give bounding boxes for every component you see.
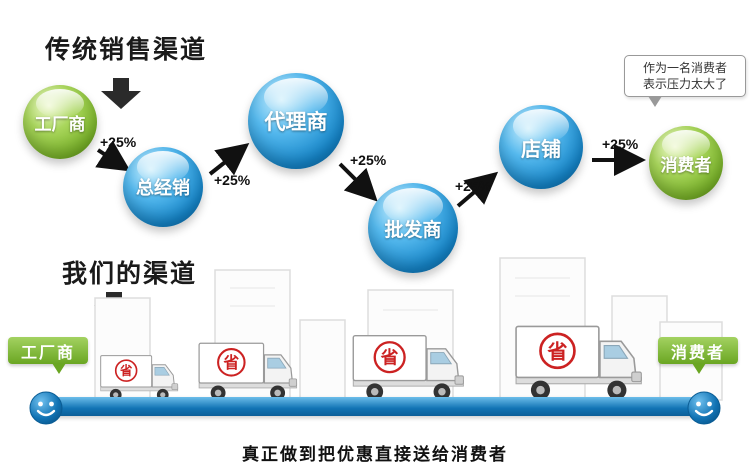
- factory-tag: 工厂商: [8, 337, 88, 364]
- consumer-speech-bubble: 作为一名消费者 表示压力太大了: [624, 55, 746, 97]
- node-consumer-label: 消费者: [660, 155, 712, 175]
- percent-label-4: +25%: [455, 178, 492, 194]
- direct-channel-bar: [36, 397, 714, 416]
- bubble-line-2: 表示压力太大了: [642, 77, 727, 91]
- consumer-tag: 消费者: [658, 337, 738, 364]
- consumer-tag-label: 消费者: [670, 344, 725, 362]
- percent-label-2: +25%: [214, 172, 251, 188]
- percent-label-5: +25%: [602, 136, 639, 152]
- our-channel-title: 我们的渠道: [62, 260, 198, 288]
- percent-label-1: +25%: [100, 134, 137, 150]
- node-general-distributor-label: 总经销: [136, 178, 190, 198]
- node-wholesaler: 批发商: [368, 183, 458, 273]
- node-wholesaler-label: 批发商: [384, 219, 442, 241]
- node-consumer: 消费者: [649, 126, 723, 200]
- delivery-truck-2: [198, 340, 306, 402]
- smiley-face-icon-right: [687, 391, 721, 425]
- bubble-line-1: 作为一名消费者: [642, 60, 727, 75]
- node-shop: 店铺: [499, 105, 583, 189]
- node-factory: 工厂商: [23, 85, 97, 159]
- traditional-channel-title: 传统销售渠道: [45, 36, 208, 64]
- flow-arrows: [95, 140, 646, 208]
- delivery-truck-3: [352, 332, 474, 402]
- percent-label-3: +25%: [350, 152, 387, 168]
- node-agent-label: 代理商: [264, 111, 328, 134]
- consumer-tag-tail: [692, 363, 706, 374]
- speech-bubble-tail: [648, 96, 662, 107]
- node-general-distributor: 总经销: [123, 147, 203, 227]
- factory-tag-label: 工厂商: [20, 344, 75, 362]
- down-arrow-icon: [101, 78, 141, 109]
- node-factory-label: 工厂商: [34, 114, 86, 134]
- factory-tag-tail: [52, 363, 66, 374]
- node-shop-label: 店铺: [521, 138, 561, 161]
- bottom-caption: 真正做到把优惠直接送给消费者: [242, 445, 508, 464]
- delivery-truck-4: [515, 322, 653, 402]
- delivery-truck-1: [100, 353, 185, 402]
- node-agent: 代理商: [248, 73, 344, 169]
- smiley-face-icon-left: [29, 391, 63, 425]
